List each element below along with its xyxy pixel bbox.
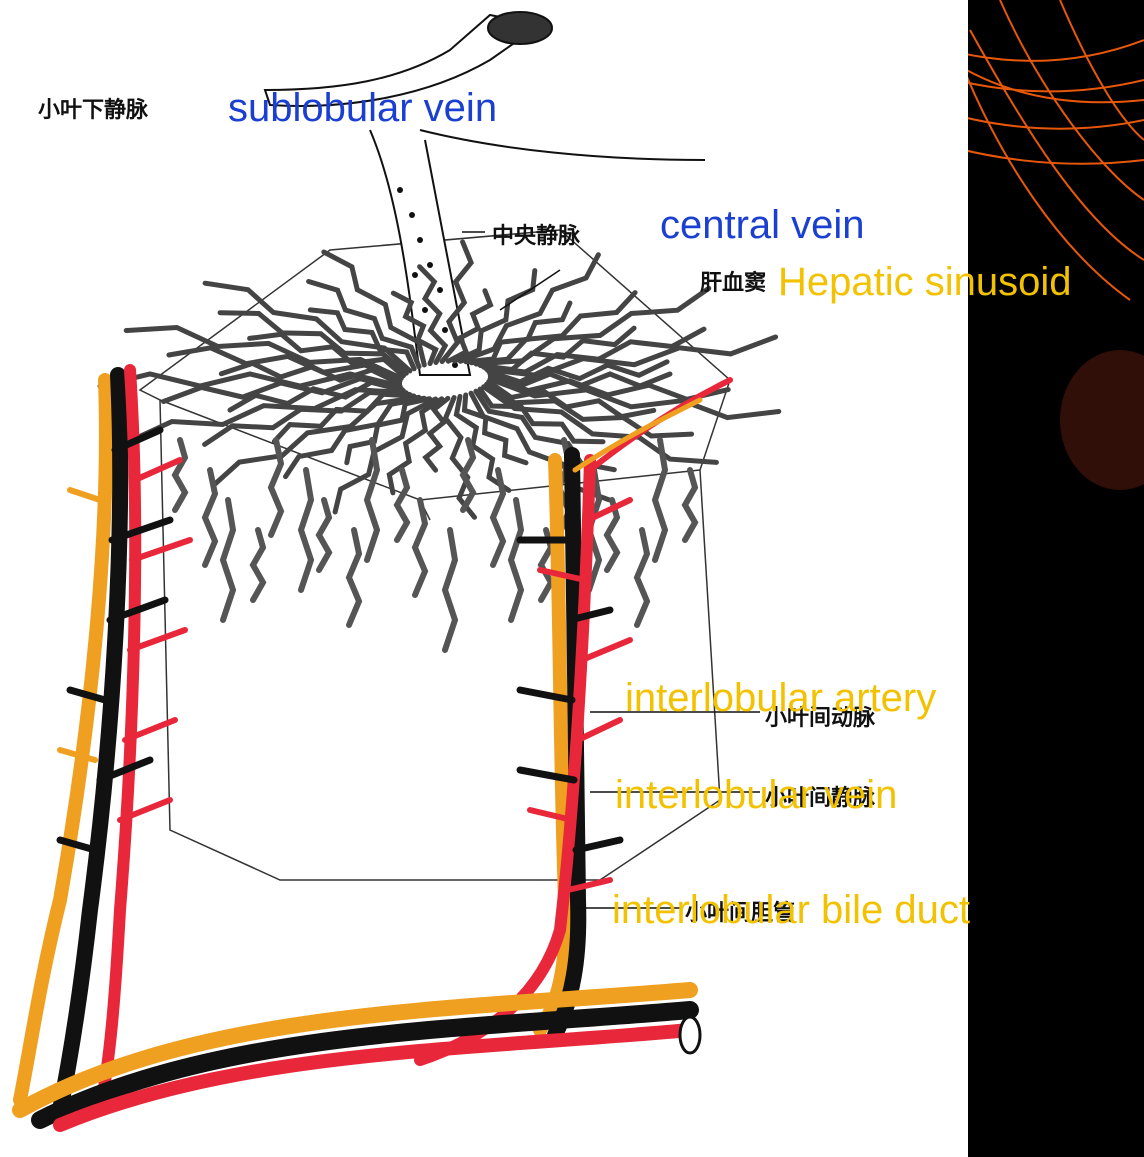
- label-cn-hepatic-sinusoid: 肝血窦: [700, 265, 766, 297]
- label-en-interlobular-bile-duct: interlobular bile duct: [612, 890, 970, 930]
- label-cn-central-vein: 中央静脉: [492, 218, 580, 250]
- label-cn-sublobular-vein: 小叶下静脉: [38, 92, 148, 124]
- label-en-interlobular-artery: interlobular artery: [625, 678, 936, 718]
- label-en-interlobular-vein: interlobular vein: [615, 775, 897, 815]
- label-en-sublobular-vein: sublobular vein: [228, 88, 497, 128]
- label-en-central-vein: central vein: [660, 205, 865, 245]
- figure-panel: [0, 0, 968, 1157]
- label-en-hepatic-sinusoid: Hepatic sinusoid: [778, 262, 1072, 302]
